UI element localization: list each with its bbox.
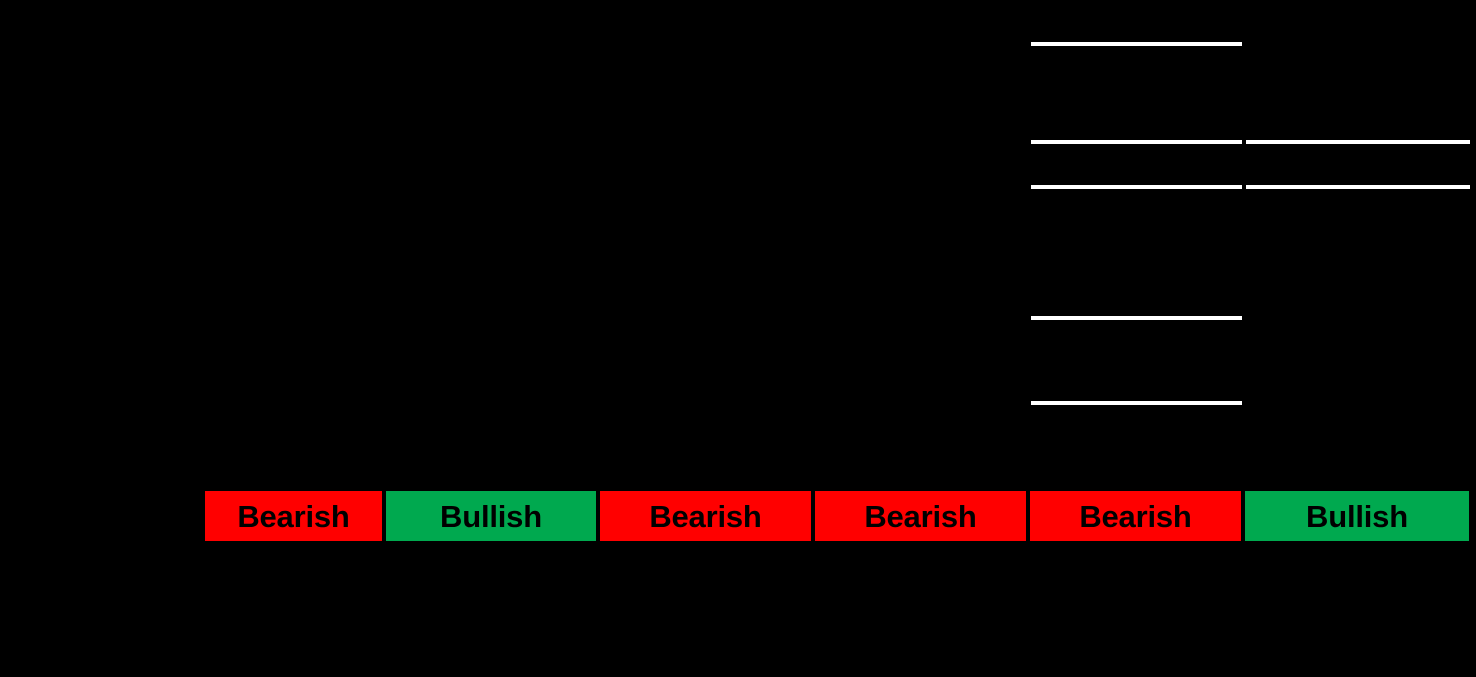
price-level-line bbox=[1246, 185, 1470, 189]
sentiment-cell-bearish-5[interactable]: Bearish bbox=[1030, 491, 1241, 541]
sentiment-cell-label: Bearish bbox=[864, 498, 977, 534]
sentiment-cell-bearish-1[interactable]: Bearish bbox=[205, 491, 382, 541]
sentiment-cell-label: Bearish bbox=[649, 498, 762, 534]
price-level-line bbox=[1031, 185, 1242, 189]
sentiment-cell-label: Bearish bbox=[237, 498, 350, 534]
sentiment-cell-bullish-6[interactable]: Bullish bbox=[1245, 491, 1469, 541]
sentiment-cell-label: Bearish bbox=[1079, 498, 1192, 534]
sentiment-cell-bullish-2[interactable]: Bullish bbox=[386, 491, 596, 541]
price-level-line bbox=[1031, 401, 1242, 405]
price-level-line bbox=[1246, 140, 1470, 144]
price-level-line bbox=[1031, 42, 1242, 46]
plot-area bbox=[1031, 42, 1470, 405]
sentiment-cell-label: Bullish bbox=[440, 498, 542, 534]
sentiment-cell-bearish-3[interactable]: Bearish bbox=[600, 491, 811, 541]
price-level-line bbox=[1031, 140, 1242, 144]
sentiment-cell-bearish-4[interactable]: Bearish bbox=[815, 491, 1026, 541]
sentiment-signal-strip: Bearish Bullish Bearish Bearish Bearish Bulli… bbox=[205, 491, 1469, 541]
price-level-line bbox=[1031, 316, 1242, 320]
sentiment-cell-label: Bullish bbox=[1306, 498, 1408, 534]
